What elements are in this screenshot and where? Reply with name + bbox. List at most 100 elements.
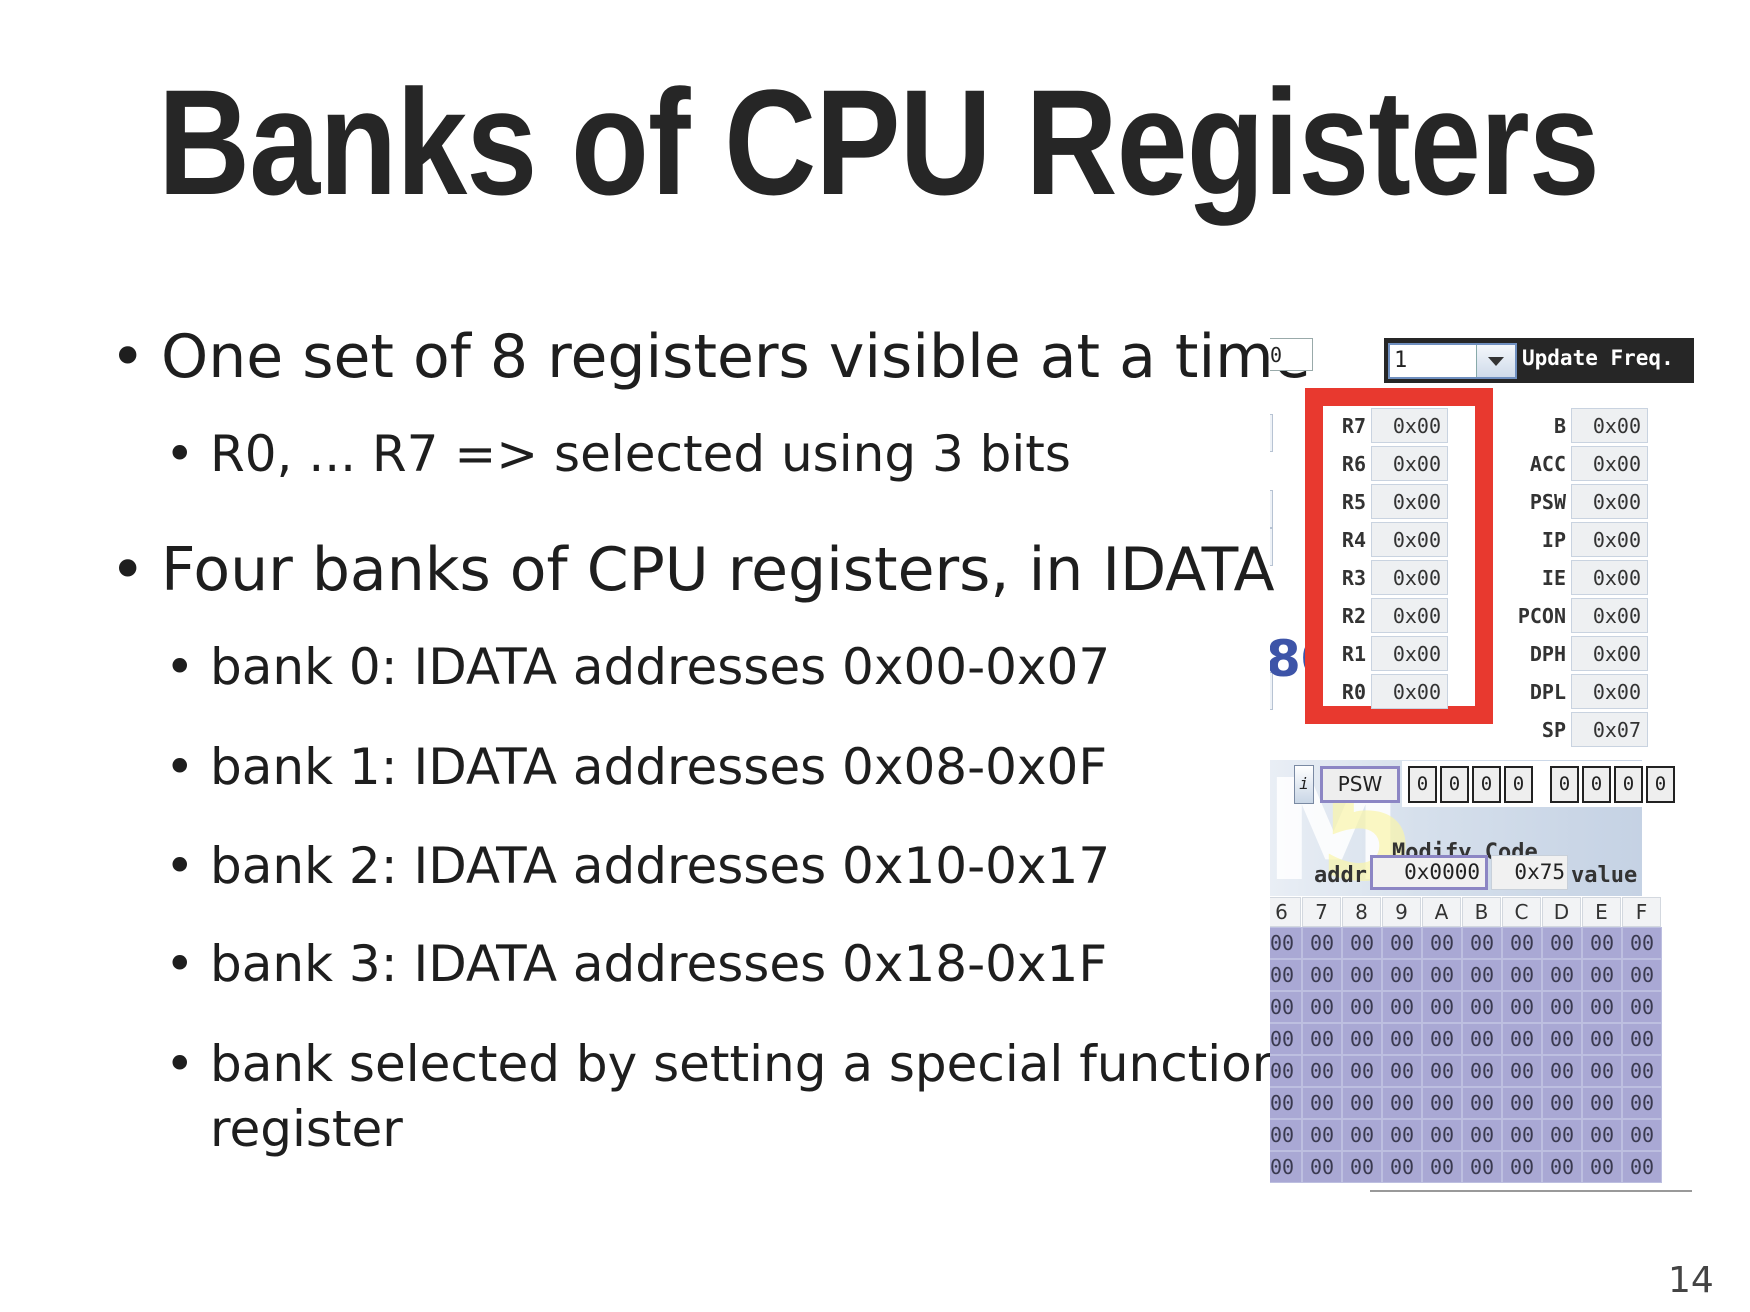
psw-bit-toggle[interactable]: 0 xyxy=(1408,766,1437,803)
memory-cell[interactable]: 00 xyxy=(1422,1023,1462,1055)
chevron-down-icon[interactable] xyxy=(1476,345,1515,377)
register-value[interactable]: 0x00 xyxy=(1571,408,1648,443)
memory-cell[interactable]: 00 xyxy=(1582,1055,1622,1087)
memory-cell[interactable]: 00 xyxy=(1422,927,1462,959)
memory-cell[interactable]: 00 xyxy=(1462,1087,1502,1119)
register-value[interactable]: 0x00 xyxy=(1371,598,1448,633)
info-button[interactable]: i xyxy=(1294,765,1314,804)
register-value[interactable]: 0x00 xyxy=(1571,484,1648,519)
register-value[interactable]: 0x00 xyxy=(1371,446,1448,481)
memory-cell[interactable]: 00 xyxy=(1502,927,1542,959)
psw-bit-toggle[interactable]: 0 xyxy=(1614,766,1643,803)
memory-cell[interactable]: 00 xyxy=(1622,959,1662,991)
memory-cell[interactable]: 00 xyxy=(1270,1055,1302,1087)
register-value[interactable]: 0x00 xyxy=(1371,636,1448,671)
memory-cell[interactable]: 00 xyxy=(1342,1119,1382,1151)
memory-cell[interactable]: 00 xyxy=(1302,1023,1342,1055)
memory-cell[interactable]: 00 xyxy=(1502,959,1542,991)
register-value[interactable]: 0x00 xyxy=(1371,674,1448,709)
memory-cell[interactable]: 00 xyxy=(1342,1023,1382,1055)
memory-cell[interactable]: 00 xyxy=(1342,1151,1382,1183)
memory-cell[interactable]: 00 xyxy=(1542,1023,1582,1055)
psw-bit-toggle[interactable]: 0 xyxy=(1440,766,1469,803)
register-value[interactable]: 0x00 xyxy=(1571,636,1648,671)
memory-cell[interactable]: 00 xyxy=(1382,1055,1422,1087)
memory-cell[interactable]: 00 xyxy=(1302,927,1342,959)
memory-cell[interactable]: 00 xyxy=(1422,1055,1462,1087)
memory-cell[interactable]: 00 xyxy=(1270,991,1302,1023)
register-value[interactable]: 0x00 xyxy=(1571,522,1648,557)
memory-cell[interactable]: 00 xyxy=(1622,991,1662,1023)
memory-cell[interactable]: 00 xyxy=(1582,927,1622,959)
memory-cell[interactable]: 00 xyxy=(1502,1087,1542,1119)
register-value[interactable]: 0x00 xyxy=(1371,484,1448,519)
memory-cell[interactable]: 00 xyxy=(1502,1055,1542,1087)
memory-cell[interactable]: 00 xyxy=(1422,1087,1462,1119)
memory-cell[interactable]: 00 xyxy=(1462,991,1502,1023)
memory-cell[interactable]: 00 xyxy=(1382,959,1422,991)
register-value[interactable]: 0x00 xyxy=(1571,560,1648,595)
memory-cell[interactable]: 00 xyxy=(1582,959,1622,991)
memory-cell[interactable]: 00 xyxy=(1622,1023,1662,1055)
memory-cell[interactable]: 00 xyxy=(1502,1119,1542,1151)
memory-cell[interactable]: 00 xyxy=(1382,991,1422,1023)
memory-cell[interactable]: 00 xyxy=(1622,1087,1662,1119)
memory-cell[interactable]: 00 xyxy=(1382,1151,1422,1183)
memory-cell[interactable]: 00 xyxy=(1342,1055,1382,1087)
register-value[interactable]: 0x00 xyxy=(1571,674,1648,709)
register-value[interactable]: 0x07 xyxy=(1571,712,1648,747)
memory-cell[interactable]: 00 xyxy=(1270,1023,1302,1055)
memory-cell[interactable]: 00 xyxy=(1462,1119,1502,1151)
value-input[interactable]: 0x75 xyxy=(1491,855,1568,890)
memory-cell[interactable]: 00 xyxy=(1422,1151,1462,1183)
memory-cell[interactable]: 00 xyxy=(1502,991,1542,1023)
memory-cell[interactable]: 00 xyxy=(1382,1023,1422,1055)
memory-cell[interactable]: 00 xyxy=(1462,1023,1502,1055)
psw-bit-toggle[interactable]: 0 xyxy=(1472,766,1501,803)
psw-bit-toggle[interactable]: 0 xyxy=(1550,766,1579,803)
addr-input[interactable]: 0x0000 xyxy=(1370,855,1488,890)
memory-cell[interactable]: 00 xyxy=(1502,1151,1542,1183)
memory-cell[interactable]: 00 xyxy=(1622,1055,1662,1087)
memory-cell[interactable]: 00 xyxy=(1502,1023,1542,1055)
memory-cell[interactable]: 00 xyxy=(1542,991,1582,1023)
memory-cell[interactable]: 00 xyxy=(1542,927,1582,959)
memory-cell[interactable]: 00 xyxy=(1582,1151,1622,1183)
memory-cell[interactable]: 00 xyxy=(1270,927,1302,959)
memory-cell[interactable]: 00 xyxy=(1582,1023,1622,1055)
memory-cell[interactable]: 00 xyxy=(1542,1151,1582,1183)
memory-cell[interactable]: 00 xyxy=(1270,959,1302,991)
memory-cell[interactable]: 00 xyxy=(1582,991,1622,1023)
memory-cell[interactable]: 00 xyxy=(1542,959,1582,991)
register-value[interactable]: 0x00 xyxy=(1571,598,1648,633)
memory-cell[interactable]: 00 xyxy=(1270,1151,1302,1183)
memory-cell[interactable]: 00 xyxy=(1582,1087,1622,1119)
register-value[interactable]: 0x00 xyxy=(1371,522,1448,557)
memory-cell[interactable]: 00 xyxy=(1422,991,1462,1023)
memory-cell[interactable]: 00 xyxy=(1382,1087,1422,1119)
memory-cell[interactable]: 00 xyxy=(1622,1151,1662,1183)
memory-cell[interactable]: 00 xyxy=(1582,1119,1622,1151)
memory-cell[interactable]: 00 xyxy=(1302,959,1342,991)
psw-bit-toggle[interactable]: 0 xyxy=(1504,766,1533,803)
memory-cell[interactable]: 00 xyxy=(1270,1087,1302,1119)
psw-bit-toggle[interactable]: 0 xyxy=(1582,766,1611,803)
memory-cell[interactable]: 00 xyxy=(1342,959,1382,991)
memory-cell[interactable]: 00 xyxy=(1302,1055,1342,1087)
memory-cell[interactable]: 00 xyxy=(1342,991,1382,1023)
memory-cell[interactable]: 00 xyxy=(1462,927,1502,959)
psw-bit-toggle[interactable]: 0 xyxy=(1646,766,1675,803)
memory-cell[interactable]: 00 xyxy=(1382,1119,1422,1151)
memory-cell[interactable]: 00 xyxy=(1542,1119,1582,1151)
memory-cell[interactable]: 00 xyxy=(1462,1055,1502,1087)
edge-input[interactable]: 0 xyxy=(1270,338,1313,371)
memory-cell[interactable]: 00 xyxy=(1302,1151,1342,1183)
memory-cell[interactable]: 00 xyxy=(1622,927,1662,959)
memory-cell[interactable]: 00 xyxy=(1422,1119,1462,1151)
memory-cell[interactable]: 00 xyxy=(1342,1087,1382,1119)
memory-cell[interactable]: 00 xyxy=(1270,1119,1302,1151)
register-value[interactable]: 0x00 xyxy=(1371,408,1448,443)
memory-cell[interactable]: 00 xyxy=(1302,991,1342,1023)
register-value[interactable]: 0x00 xyxy=(1571,446,1648,481)
memory-cell[interactable]: 00 xyxy=(1382,927,1422,959)
